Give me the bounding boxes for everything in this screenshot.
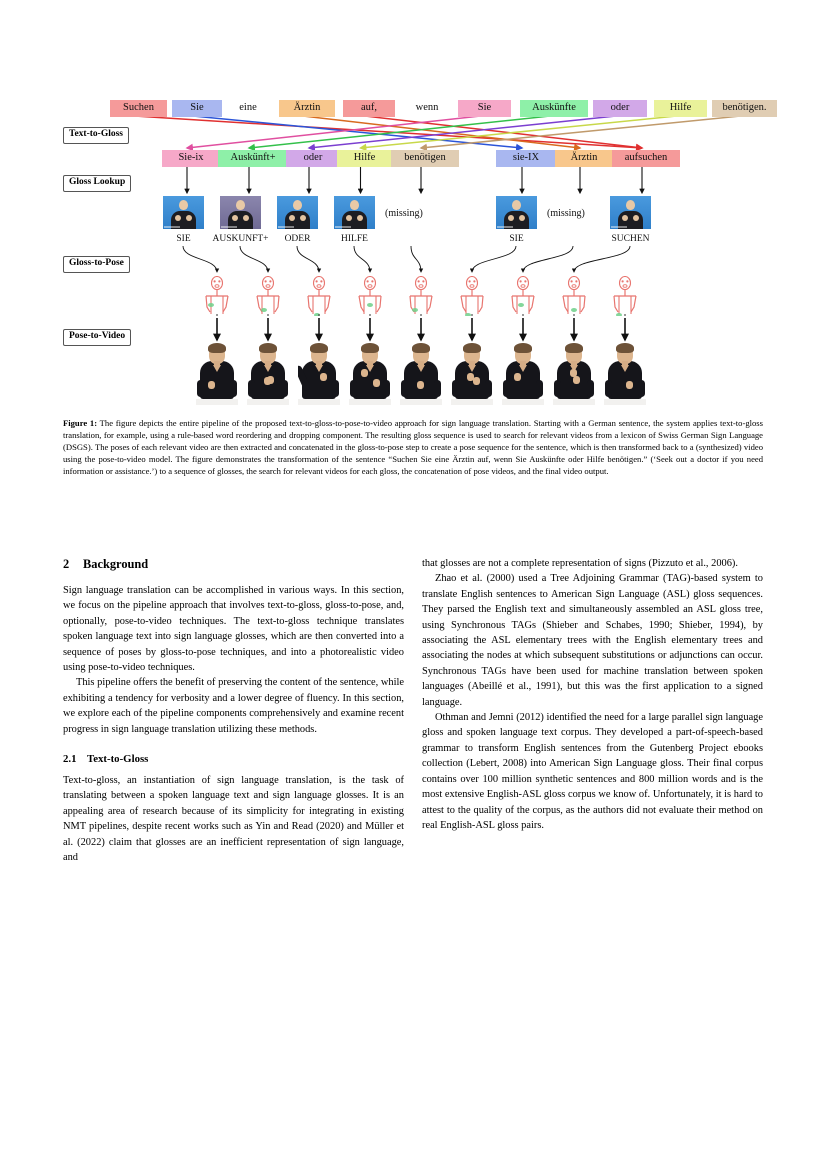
source-token: Sie — [458, 100, 511, 117]
subsection-heading-text-to-gloss: 2.1 Text-to-Gloss — [63, 752, 404, 766]
gloss-token: Hilfe — [337, 150, 392, 167]
paragraph: Othman and Jemni (2012) identified the n… — [422, 712, 763, 831]
synthesized-video-frame — [196, 343, 238, 405]
paragraph: that glosses are not a complete represen… — [422, 558, 738, 569]
video-gloss-label: AUSKUNFT+ — [212, 234, 269, 244]
gloss-token: Sie-ix — [162, 150, 220, 167]
lexicon-video-thumbnail — [220, 196, 261, 229]
gloss-token: sie-IX — [496, 150, 556, 167]
source-token: Ärztin — [279, 100, 335, 117]
pose-skeleton-frame — [557, 275, 591, 320]
gloss-token: Auskünft+ — [218, 150, 288, 167]
lexicon-video-thumbnail — [334, 196, 375, 229]
stage-label-gloss-to-pose: Gloss-to-Pose — [63, 256, 130, 273]
lexicon-video-thumbnail — [163, 196, 204, 229]
pose-skeleton-frame — [455, 275, 489, 320]
right-text-column: that glosses are not a complete represen… — [422, 556, 763, 833]
subsection-number: 2.1 — [63, 753, 77, 766]
alignment-arrow — [192, 115, 524, 152]
pose-skeleton-frame — [608, 275, 642, 320]
lexicon-video-thumbnail — [610, 196, 651, 229]
video-gloss-label: SUCHEN — [611, 234, 650, 244]
synthesized-video-frame — [451, 343, 493, 405]
gloss-to-pose-arrow — [296, 245, 322, 273]
gloss-token: Ärztin — [555, 150, 613, 167]
pose-skeleton-frame — [302, 275, 336, 320]
lexicon-video-thumbnail — [496, 196, 537, 229]
pose-skeleton-frame — [200, 275, 234, 320]
source-token: Auskünfte — [520, 100, 588, 117]
alignment-arrow — [247, 115, 551, 152]
alignment-arrow — [419, 115, 741, 152]
pose-skeleton-frame — [404, 275, 438, 320]
source-token: oder — [593, 100, 647, 117]
synthesized-video-frame — [604, 343, 646, 405]
video-gloss-label: SIE — [509, 234, 524, 244]
subsection-title: Text-to-Gloss — [87, 753, 149, 766]
stage-label-pose-to-video: Pose-to-Video — [63, 329, 132, 346]
figure-caption: Figure 1: The figure depicts the entire … — [63, 417, 763, 477]
stage-label-gloss-lookup: Gloss Lookup — [63, 175, 132, 192]
source-token: Sie — [172, 100, 222, 117]
pose-skeleton-frame — [251, 275, 285, 320]
gloss-token: oder — [286, 150, 340, 167]
synthesized-video-frame — [400, 343, 442, 405]
source-token: wenn — [415, 102, 439, 113]
figure-caption-label: Figure 1: — [63, 418, 98, 428]
video-gloss-label: HILFE — [341, 234, 368, 244]
synthesized-video-frame — [298, 343, 340, 405]
synthesized-video-frame — [502, 343, 544, 405]
alignment-arrow — [185, 115, 481, 152]
pose-skeleton-frame — [506, 275, 540, 320]
alignment-arrow — [134, 115, 644, 152]
alignment-arrow — [302, 115, 582, 152]
gloss-to-pose-arrow — [469, 245, 517, 273]
left-text-column: 2 Background Sign language translation ca… — [63, 556, 404, 866]
alignment-arrow — [307, 115, 617, 152]
synthesized-video-frame — [553, 343, 595, 405]
gloss-token: benötigen — [391, 150, 459, 167]
gloss-to-pose-arrow — [520, 245, 574, 273]
video-gloss-label: SIE — [176, 234, 191, 244]
pose-skeleton-frame — [353, 275, 387, 320]
paragraph: Sign language translation can be accompl… — [63, 585, 404, 674]
source-token: Hilfe — [654, 100, 707, 117]
section-number: 2 — [63, 557, 70, 571]
gloss-to-pose-arrow — [353, 245, 373, 273]
paragraph: This pipeline offers the benefit of pres… — [63, 677, 404, 735]
gloss-to-pose-arrow — [182, 245, 220, 273]
lexicon-video-thumbnail — [277, 196, 318, 229]
gloss-token: aufsuchen — [612, 150, 680, 167]
gloss-to-pose-arrow — [571, 245, 631, 273]
paragraph: Text-to-gloss, an instantiation of sign … — [63, 775, 404, 864]
video-gloss-label: ODER — [284, 234, 311, 244]
stage-label-text-to-gloss: Text-to-Gloss — [63, 127, 130, 144]
source-token: benötigen. — [712, 100, 777, 117]
synthesized-video-frame — [247, 343, 289, 405]
source-token: eine — [239, 102, 257, 113]
source-token: auf, — [343, 100, 395, 117]
alignment-arrow — [359, 115, 677, 152]
missing-video-placeholder: (missing) — [385, 208, 423, 219]
paragraph: Zhao et al. (2000) used a Tree Adjoining… — [422, 573, 763, 708]
source-token: Suchen — [110, 100, 167, 117]
section-title: Background — [83, 557, 149, 571]
gloss-to-pose-arrow — [410, 245, 424, 273]
synthesized-video-frame — [349, 343, 391, 405]
alignment-arrow — [364, 115, 644, 152]
missing-video-placeholder: (missing) — [547, 208, 585, 219]
gloss-to-pose-arrow — [239, 245, 271, 273]
figure-caption-text: The figure depicts the entire pipeline o… — [63, 418, 763, 477]
section-heading-background: 2 Background — [63, 556, 404, 572]
